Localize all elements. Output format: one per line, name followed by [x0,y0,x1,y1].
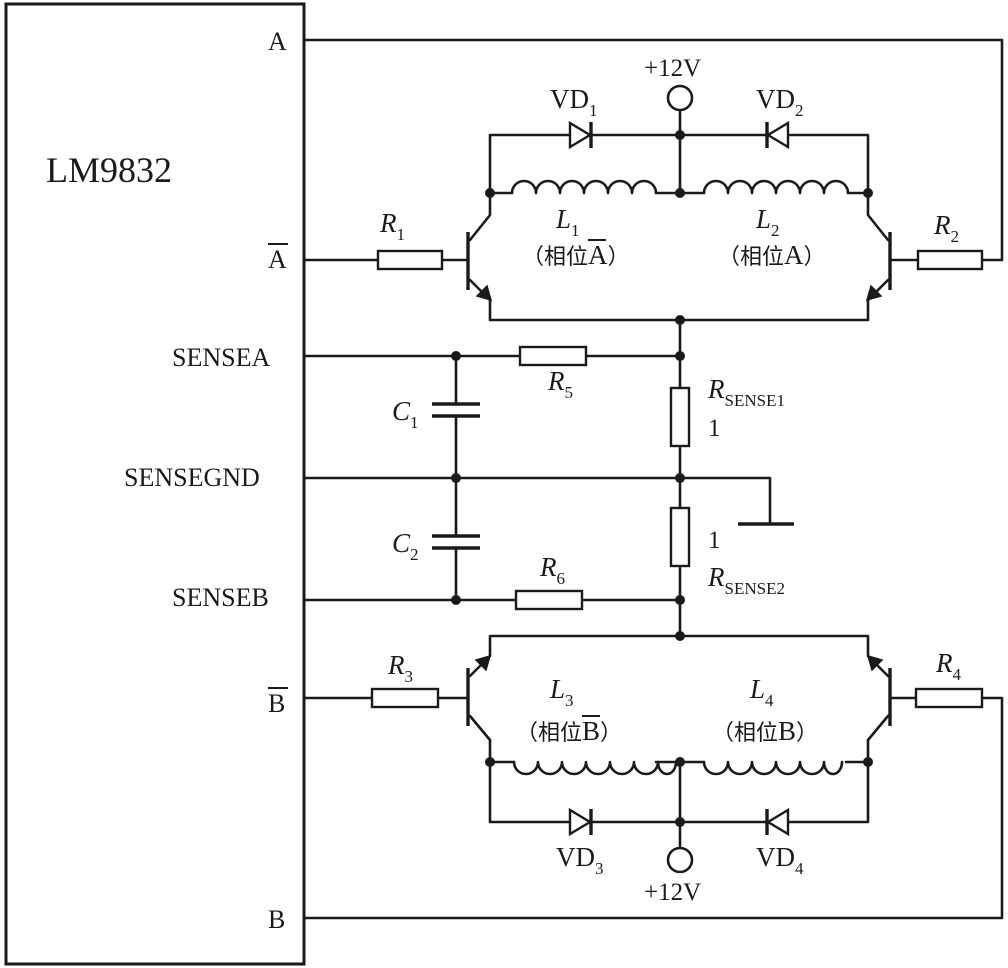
wire-b-loop [302,696,1004,920]
supply-bottom-label: +12V [644,879,701,906]
resistors [370,249,984,709]
wire-a-loop [302,38,1004,262]
q1-emitter-arrow [475,284,493,302]
coil-l4 [702,760,844,776]
r3-label: R3 [387,650,413,686]
l3-phase: （相位B） [516,716,622,746]
vd3-label: VD3 [556,842,604,878]
resistor-r4 [914,687,984,709]
coil-l2 [702,179,850,195]
diode-vd3 [568,807,593,837]
vd1-label: VD1 [550,84,598,120]
pin-a-bar-label: A [268,245,287,274]
diode-vd1 [568,120,593,150]
q4-emitter-arrow [866,654,884,672]
r6-label: R6 [539,552,565,588]
pin-senseb-label: SENSEB [172,583,269,612]
pin-b-label: B [268,905,285,934]
r4-label: R4 [935,648,962,684]
l1-label: L1 [555,204,580,240]
rsense1-label: RSENSE1 [707,374,785,410]
junction-dots [451,130,873,827]
coils [510,179,850,776]
diode-vd4 [765,807,790,837]
resistor-rsense2 [669,506,691,568]
pin-a-label: A [268,27,287,56]
q3-emitter-arrow [474,654,492,672]
capacitors [432,402,480,550]
resistor-r6 [514,589,584,611]
transistor-q4 [866,654,892,726]
transistor-q3 [466,654,492,726]
resistor-r3 [370,687,440,709]
pin-sensegnd-label: SENSEGND [124,463,260,492]
transistor-q1 [466,232,493,302]
supply-top-label: +12V [644,55,701,82]
r2-label: R2 [933,210,959,246]
r1-label: R1 [379,208,405,244]
c1-label: C1 [392,396,419,432]
component-labels: VD1 VD2 VD3 VD4 R1 R2 R5 R6 R3 R4 RSENSE… [379,84,962,878]
q2-emitter-arrow [865,284,883,302]
lm9832-chip: LM9832 [4,2,306,966]
resistor-rsense1 [669,386,691,448]
wire-bottom-emitter-bus [468,634,890,678]
diode-vd2 [765,120,790,150]
l3-label: L3 [549,674,574,710]
l4-phase: （相位B） [712,716,818,746]
wire-q3-collector [468,714,492,764]
l1-phase: （相位A） [522,240,630,270]
chip-name: LM9832 [46,150,172,190]
vd2-label: VD2 [756,84,804,120]
diodes [568,120,790,837]
pin-b-bar-label: B [268,689,285,718]
chip-pin-labels: A A SENSEA SENSEGND SENSEB B B [124,27,288,934]
supply-terminals: +12V +12V [644,55,701,906]
resistor-r5 [518,345,588,367]
wire-sensegnd [302,476,772,526]
l2-phase: （相位A） [718,240,826,270]
vd4-label: VD4 [756,842,804,878]
coil-l3 [512,760,678,776]
resistor-r2 [916,249,984,271]
wire-q1-emitter [468,278,890,322]
l4-label: L4 [749,674,774,710]
chip-body [4,2,306,966]
rsense2-value: 1 [708,527,721,554]
supply-top-terminal [666,84,694,112]
supply-bottom-terminal [666,846,694,874]
r5-label: R5 [547,366,573,402]
rsense2-label: RSENSE2 [707,562,785,598]
resistor-r1 [376,249,444,271]
wires [302,38,1004,920]
l2-label: L2 [755,204,780,240]
wire-q1-collector [468,191,492,242]
wire-q2-collector [866,191,890,242]
transistor-q2 [865,232,892,302]
wire-q4-collector [866,714,890,764]
pin-sensea-label: SENSEA [172,343,270,372]
c2-label: C2 [392,528,419,564]
coil-l1 [510,179,658,195]
rsense1-value: 1 [708,415,721,442]
